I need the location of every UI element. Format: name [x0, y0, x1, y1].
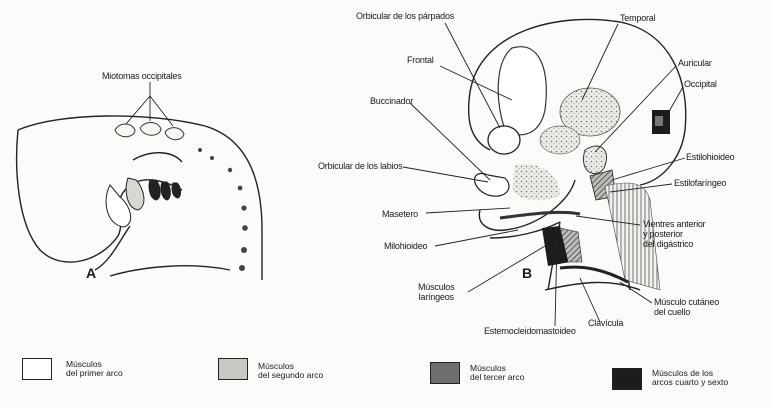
- pharyngeal-arches: [106, 178, 180, 227]
- legend-swatch-fourth-sixth-arch: [612, 368, 642, 390]
- frontal-muscle: [498, 47, 546, 135]
- occipital-myotomes: [115, 122, 184, 139]
- label-musculos-laringeos: Músculos laríngeos: [418, 282, 454, 302]
- label-digastrico: Vientres anterior y posterior del digást…: [643, 219, 705, 249]
- panel-b-letter: B: [522, 265, 532, 281]
- label-auricular: Auricular: [678, 58, 712, 68]
- legend-label-second-arch: Músculos del segundo arco: [258, 362, 323, 380]
- somites: [198, 148, 248, 271]
- clavicle: [560, 267, 628, 282]
- legend-swatch-second-arch: [218, 358, 248, 380]
- label-estilohioideo: Estilohioideo: [686, 152, 734, 162]
- legend-label-fourth-sixth-arch: Músculos de los arcos cuarto y sexto: [652, 369, 728, 387]
- label-orbicular-labios: Orbicular de los labios: [318, 161, 402, 171]
- label-masetero: Masetero: [382, 209, 418, 219]
- label-clavicula: Clavícula: [588, 318, 623, 328]
- orbicularis-oculi: [488, 126, 520, 154]
- panel-a-letter: A: [86, 265, 96, 281]
- label-orbicular-parpados: Orbicular de los párpados: [356, 11, 454, 21]
- label-miotomas-occipitales: Miotomas occipitales: [102, 71, 182, 81]
- label-temporal: Temporal: [620, 13, 655, 23]
- legend-label-first-arch: Músculos del primer arco: [66, 360, 123, 378]
- laryngeal-muscles: [542, 226, 582, 266]
- label-milohioideo: Milohioideo: [384, 241, 427, 251]
- legend-label-third-arch: Músculos del tercer arco: [470, 364, 524, 382]
- buccinator-muscle: [475, 174, 509, 197]
- label-occipital: Occipital: [684, 79, 717, 89]
- label-cutaneo-cuello: Músculo cutáneo del cuello: [654, 297, 719, 317]
- cheek-dotted-region: [512, 164, 560, 200]
- label-buccinador: Buccinador: [370, 96, 413, 106]
- legend-swatch-third-arch: [430, 362, 460, 384]
- digastric-bellies: [500, 212, 580, 218]
- label-esternocleidomastoideo: Esternocleidomastoideo: [484, 326, 576, 336]
- label-frontal: Frontal: [407, 55, 434, 65]
- legend-swatch-first-arch: [22, 358, 52, 380]
- label-estilofaringeo: Estilofaríngeo: [674, 178, 726, 188]
